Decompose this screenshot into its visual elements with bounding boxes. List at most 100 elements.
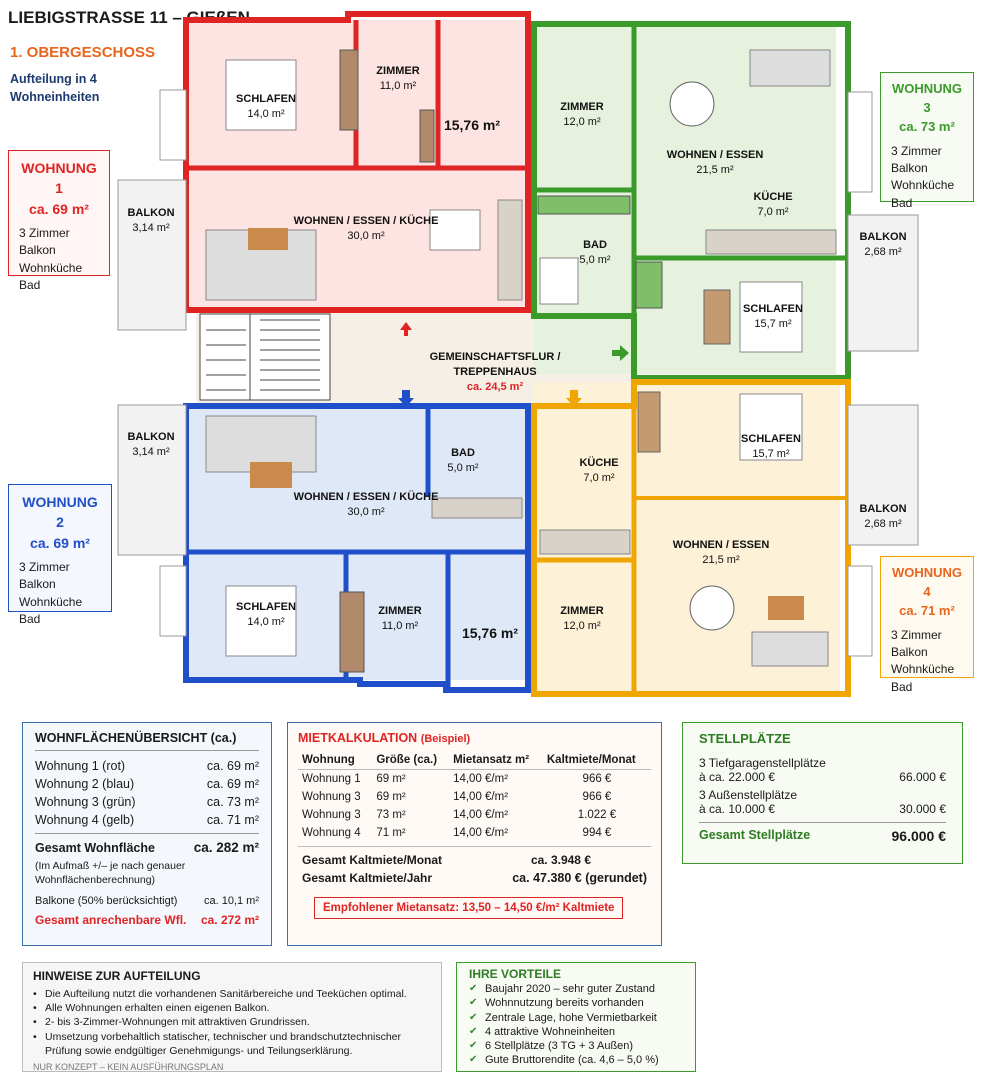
row-label: Wohnung 4 (gelb) (35, 813, 135, 827)
unit-3-plan (531, 21, 851, 381)
room-name: WOHNEN / ESSEN / KÜCHE (293, 215, 439, 227)
room-name: SCHLAFEN (741, 433, 801, 445)
col-header: Mietansatz m² (449, 751, 543, 770)
room-area: 14,0 m² (247, 107, 285, 120)
anrechenbar-label: Gesamt anrechenbare Wfl. (35, 913, 187, 928)
unit-4-info: WOHNUNG 4 ca. 71 m² 3 Zimmer Balkon Wohn… (880, 556, 974, 694)
list-item: Baujahr 2020 – sehr guter Zustand (469, 982, 683, 996)
unit-4-plan (531, 379, 851, 697)
feature: Bad (19, 612, 41, 627)
row-label: Wohnung 3 (grün) (35, 795, 136, 809)
parking-total-label: Gesamt Stellplätze (699, 828, 811, 842)
unit-area: ca. 69 m² (29, 200, 89, 217)
summary-table: Wohnung 1 (rot)ca. 69 m² Wohnung 2 (blau… (35, 757, 259, 857)
unit-area: ca. 69 m² (30, 534, 90, 551)
subtitle-line-2: Wohneinheiten (10, 90, 100, 104)
feature: 3 Zimmer (891, 627, 942, 642)
room-area: 7,0 m² (583, 471, 615, 484)
room-area: 15,76 m² (443, 117, 501, 133)
table-row: Wohnung 2 (blau)ca. 69 m² (35, 775, 259, 793)
list-item: 4 attraktive Wohneinheiten (469, 1025, 683, 1039)
w1-schlafen-label: SCHLAFEN 14,0 m² (228, 92, 304, 122)
area-summary-panel: WOHNFLÄCHENÜBERSICHT (ca.) Wohnung 1 (ro… (22, 722, 272, 946)
list-item: Gute Bruttorendite (ca. 4,6 – 5,0 %) (469, 1053, 683, 1067)
room-area: 15,7 m² (754, 317, 792, 330)
notes-panel: HINWEISE ZUR AUFTEILUNG Die Aufteilung n… (22, 962, 442, 1072)
cell: 14,00 €/m² (453, 827, 509, 839)
feature: Wohnküche (19, 260, 83, 275)
subtitle-line-1: Aufteilung in 4 (10, 72, 97, 86)
unit-name: WOHNUNG 4 (891, 565, 963, 599)
unit-name: WOHNUNG 1 (21, 160, 97, 197)
cell: 966 € (582, 791, 612, 803)
anrechenbar-value: ca. 272 m² (200, 913, 259, 928)
parking-title: STELLPLÄTZE (699, 731, 791, 746)
unit-3-balcony (847, 91, 919, 352)
notes-list: Die Aufteilung nutzt die vorhandenen San… (33, 987, 431, 1058)
cell: 71 m² (376, 827, 406, 839)
cell: 14,00 €/m² (453, 773, 509, 785)
room-name: BALKON (127, 431, 175, 443)
total-label: Gesamt Wohnfläche (35, 840, 155, 855)
list-item: Zentrale Lage, hohe Vermietbarkeit (469, 1011, 683, 1025)
room-name: BALKON (859, 503, 907, 515)
room-area: 21,5 m² (702, 553, 740, 566)
parking-line-1: 3 Tiefgaragenstellplätze (699, 756, 826, 770)
advantages-list: Baujahr 2020 – sehr guter Zustand Wohnnu… (469, 982, 683, 1068)
room-area: 5,0 m² (447, 461, 479, 474)
table-row: Wohnung 4 (gelb) ca. 71 m² (35, 811, 259, 834)
feature: 3 Zimmer (19, 225, 70, 240)
room-area: 11,0 m² (381, 619, 419, 632)
hall-name-1: GEMEINSCHAFTSFLUR / (429, 351, 561, 363)
room-name: SCHLAFEN (743, 303, 803, 315)
cell: 1.022 € (577, 809, 617, 821)
room-area: 30,0 m² (347, 505, 385, 518)
room-name: KÜCHE (579, 457, 619, 469)
year-value: ca. 47.380 € (gerundet) (512, 871, 647, 885)
room-name: WOHNEN / ESSEN (666, 149, 764, 161)
parking-panel: STELLPLÄTZE 3 Tiefgaragenstellplätze à c… (682, 722, 963, 864)
w3-schlafen-label: SCHLAFEN 15,7 m² (740, 302, 806, 332)
cell: 966 € (582, 773, 612, 785)
unit-area: ca. 71 m² (899, 602, 955, 618)
room-name: ZIMMER (378, 605, 422, 617)
col-header: Wohnung (298, 751, 373, 770)
feature: Bad (19, 278, 41, 293)
room-area: 3,14 m² (132, 221, 170, 234)
list-item: 6 Stellplätze (3 TG + 3 Außen) (469, 1039, 683, 1053)
col-header: Kaltmiete/Monat (542, 751, 651, 770)
room-area: 2,68 m² (864, 245, 902, 258)
cell: Wohnung 3 (302, 809, 361, 821)
w4-zimmer-label: ZIMMER 12,0 m² (544, 604, 620, 634)
parking-total-value: 96.000 € (891, 828, 947, 844)
unit-name: WOHNUNG 2 (22, 494, 98, 531)
hall-name-2: TREPPENHAUS (453, 365, 537, 378)
room-area: 12,0 m² (563, 619, 601, 632)
row-value: ca. 69 m² (206, 777, 259, 791)
feature: Bad (891, 195, 913, 210)
feature: 3 Zimmer (891, 143, 942, 158)
room-name: ZIMMER (560, 605, 604, 617)
cell: 73 m² (376, 809, 406, 821)
anrechenbar-row: Gesamt anrechenbare Wfl. ca. 272 m² (35, 913, 259, 927)
cell: Wohnung 3 (302, 791, 361, 803)
notes-footer: NUR KONZEPT – KEIN AUSFÜHRUNGSPLAN (33, 1061, 224, 1072)
table-row: Wohnung 3 73 m² 14,00 €/m² 1.022 € (298, 806, 651, 824)
row-value: ca. 71 m² (206, 813, 259, 827)
cell: 14,00 €/m² (453, 809, 509, 821)
parking-line-1b-row: à ca. 22.000 €66.000 € (699, 770, 946, 784)
room-name: SCHLAFEN (236, 93, 296, 105)
w4-kueche-label: KÜCHE 7,0 m² (566, 456, 632, 486)
balkone-row: Balkone (50% berücksichtigt)ca. 10,1 m² (35, 895, 259, 907)
